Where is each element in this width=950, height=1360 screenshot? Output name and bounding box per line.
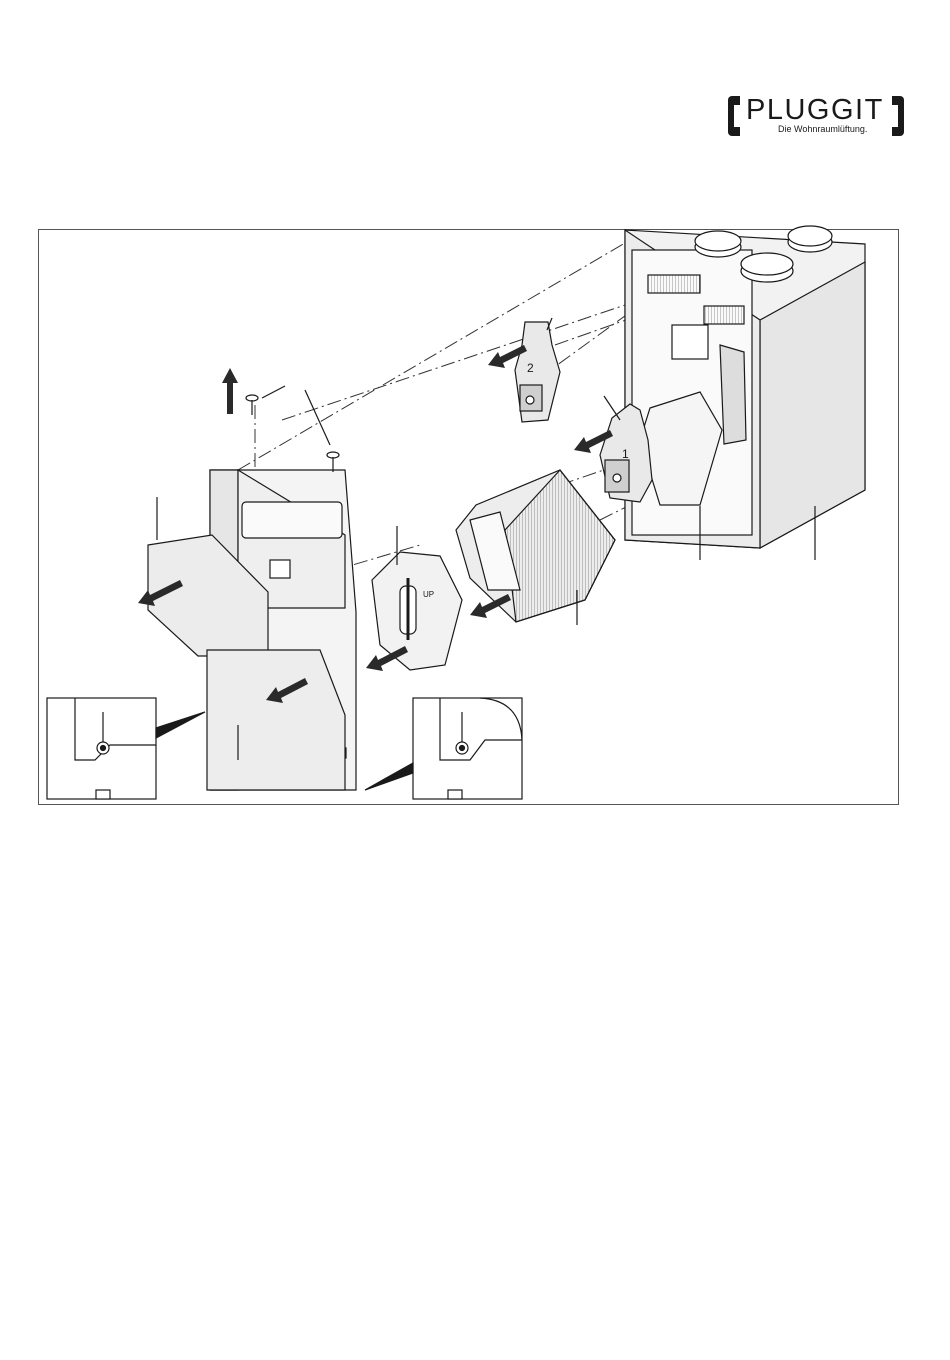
maintenance-lid-lower xyxy=(207,650,345,790)
heat-exchanger xyxy=(456,470,615,625)
bypass-up-label: UP xyxy=(423,590,434,599)
filter-cartridge-2 xyxy=(515,318,560,422)
ventilation-unit xyxy=(625,230,865,560)
bypass-cassette xyxy=(372,526,462,670)
detail-inset-left xyxy=(47,698,205,799)
detail-inset-right xyxy=(365,698,522,799)
screw-icon xyxy=(246,386,339,472)
filter-number-1: 1 xyxy=(622,447,629,461)
filter-number-2: 2 xyxy=(527,361,534,375)
